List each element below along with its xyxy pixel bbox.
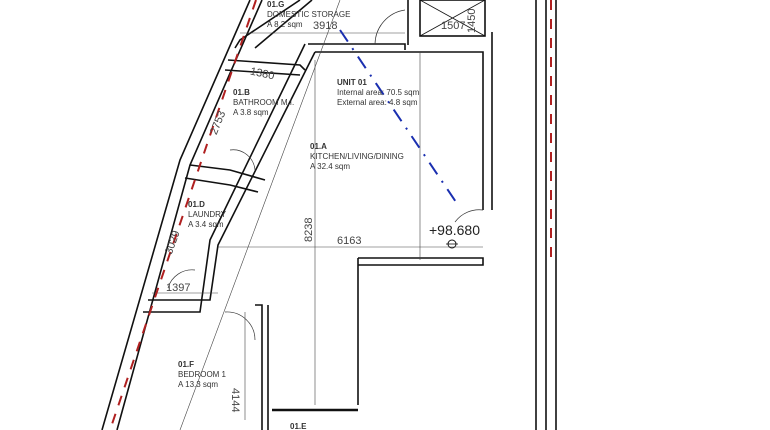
dim-1397: 1397 [166, 282, 191, 294]
room-label-balcony: 01.E [290, 422, 307, 430]
dim-1507: 1507 [441, 20, 466, 32]
dim-8238: 8238 [303, 217, 315, 242]
door-swings [167, 9, 484, 341]
dim-1450: 1450 [466, 8, 478, 33]
walls [101, 0, 557, 430]
dim-4144: 4144 [229, 388, 241, 413]
dim-3918: 3918 [313, 20, 338, 32]
level-label: +98.680 [429, 222, 480, 238]
dimension-lines [152, 0, 483, 430]
dim-6163: 6163 [337, 235, 362, 247]
boundary-red-dashes [109, 0, 552, 430]
section-line [339, 29, 459, 206]
